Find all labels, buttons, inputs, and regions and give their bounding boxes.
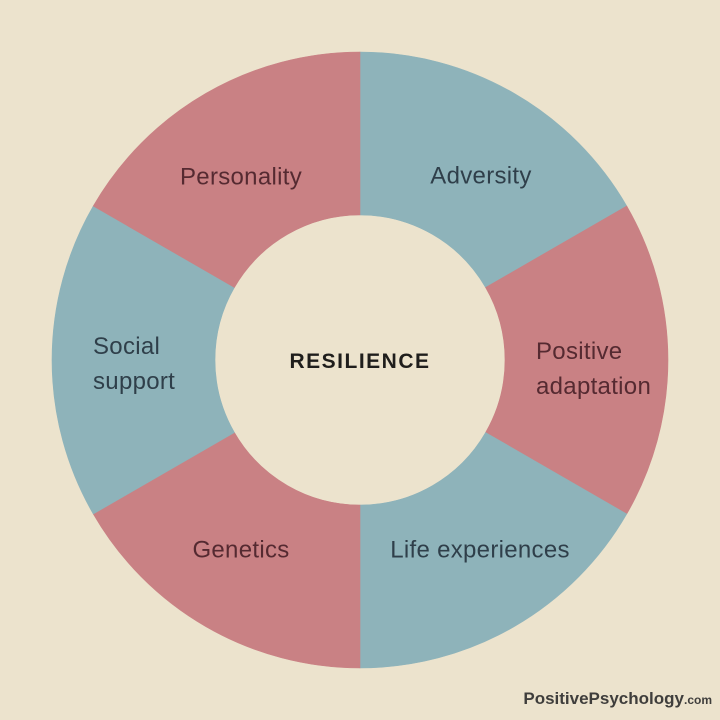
segment-life-experiences: [359, 432, 628, 669]
segment-genetics: [92, 432, 361, 669]
segment-label-social-support: Social support: [93, 333, 176, 395]
segment-label-adversity: Adversity: [430, 162, 532, 190]
segment-personality: [92, 51, 361, 288]
watermark-tld: .com: [683, 693, 712, 707]
watermark: PositivePsychology.com: [523, 689, 712, 709]
segment-adversity: [359, 51, 628, 288]
donut-segments: [51, 51, 669, 669]
segment-label-genetics: Genetics: [192, 536, 290, 564]
segment-positive-adaptation: [485, 205, 669, 515]
segment-label-positive-adaptation: Positive adaptation: [536, 338, 652, 400]
segment-label-life-experiences: Life experiences: [390, 536, 570, 564]
center-title: RESILIENCE: [289, 350, 431, 373]
segment-label-personality: Personality: [179, 163, 303, 191]
segment-social-support: [51, 205, 235, 515]
watermark-brand: PositivePsychology: [523, 689, 684, 708]
